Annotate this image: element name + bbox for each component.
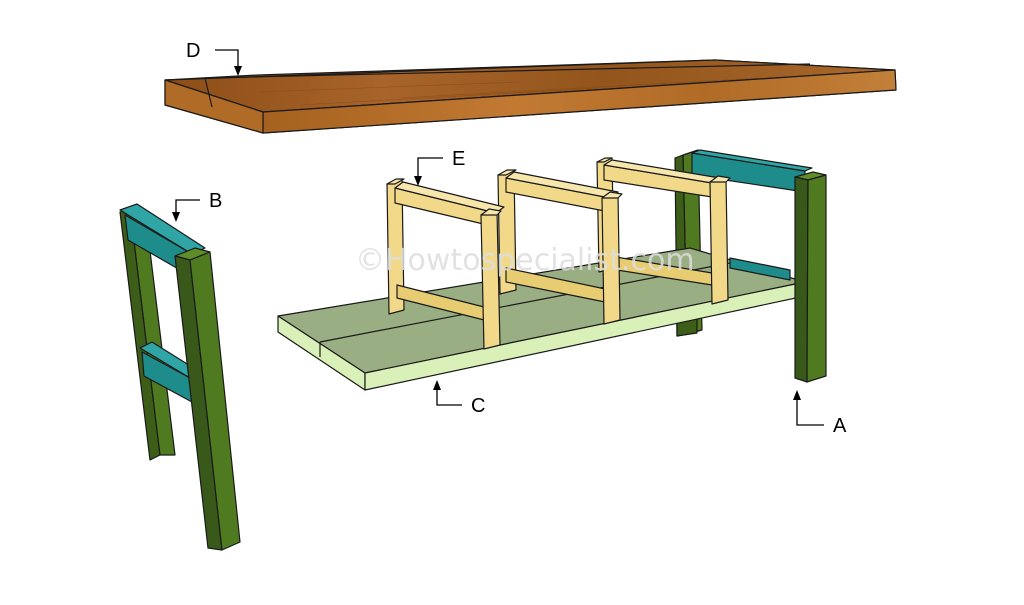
callout-label-c: C bbox=[471, 395, 485, 417]
lower-support bbox=[729, 257, 791, 281]
right-front-leg-a bbox=[794, 171, 827, 383]
dividers-e bbox=[386, 157, 731, 350]
divider-frame bbox=[497, 169, 623, 325]
callout-b: B bbox=[172, 190, 222, 222]
callout-label-a: A bbox=[833, 415, 847, 437]
callout-d: D bbox=[186, 40, 242, 76]
callout-label-d: D bbox=[186, 40, 200, 62]
callout-label-e: E bbox=[452, 148, 465, 170]
callout-c: C bbox=[433, 380, 485, 417]
tabletop-d bbox=[164, 59, 897, 134]
callout-a: A bbox=[793, 390, 847, 437]
callout-e: E bbox=[414, 148, 465, 186]
callout-label-b: B bbox=[209, 190, 222, 212]
left-leg-assembly-b bbox=[119, 203, 241, 551]
divider-frame bbox=[386, 178, 505, 350]
watermark: ©Howtospecialist.com bbox=[355, 243, 695, 278]
